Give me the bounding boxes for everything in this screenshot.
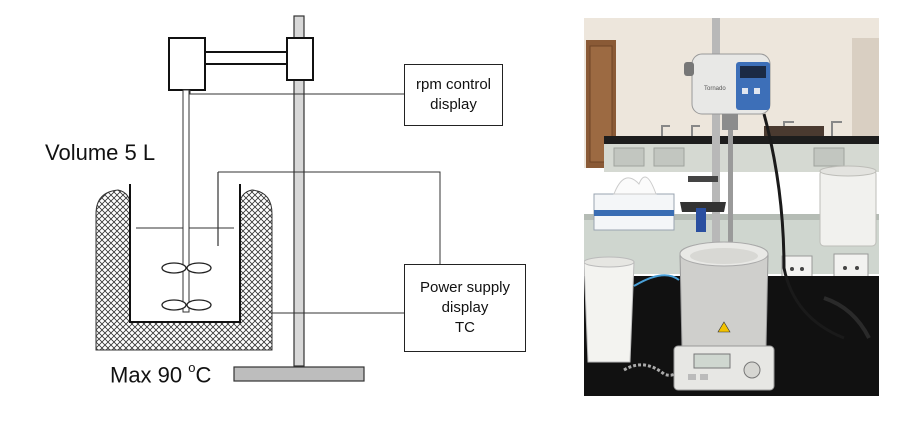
rpm-control-box: rpm control display — [404, 64, 503, 126]
white-bucket-left — [584, 261, 635, 363]
rpm-connector-line — [189, 90, 404, 95]
volume-label: Volume 5 L — [45, 140, 156, 165]
max-temperature-label: Max 90 oC — [110, 360, 212, 388]
stand-rod — [293, 15, 305, 367]
apparatus-schematic — [95, 15, 441, 382]
max-temp-prefix: Max 90 — [110, 362, 189, 388]
upper-impeller — [161, 262, 212, 274]
plastic-beaker-right — [819, 169, 877, 247]
stand-base — [233, 366, 365, 382]
power-box-line2: display — [441, 299, 489, 316]
stirrer-motor — [168, 37, 206, 91]
photo-stand-rod — [712, 18, 720, 254]
tc-connector-line — [218, 171, 441, 264]
stirrer-shaft — [182, 89, 190, 313]
degree-mark: o — [188, 360, 196, 375]
power-box-line3: TC — [454, 319, 475, 336]
rod-clamp — [286, 37, 314, 81]
hazard-sticker — [717, 321, 731, 333]
device-brand-label: Tornado — [704, 86, 726, 92]
blue-cable — [633, 274, 680, 287]
clamp-arm — [204, 51, 290, 65]
power-box-line1: Power supply — [419, 279, 511, 296]
rpm-box-line1: rpm control — [415, 76, 492, 93]
apparatus-photo: Tornado — [584, 18, 879, 396]
rpm-box-line2: display — [430, 96, 477, 113]
power-supply-box: Power supply display TC — [404, 264, 526, 352]
lower-impeller — [161, 299, 212, 311]
max-temp-unit: C — [195, 362, 212, 388]
back-bench-top — [604, 136, 879, 144]
